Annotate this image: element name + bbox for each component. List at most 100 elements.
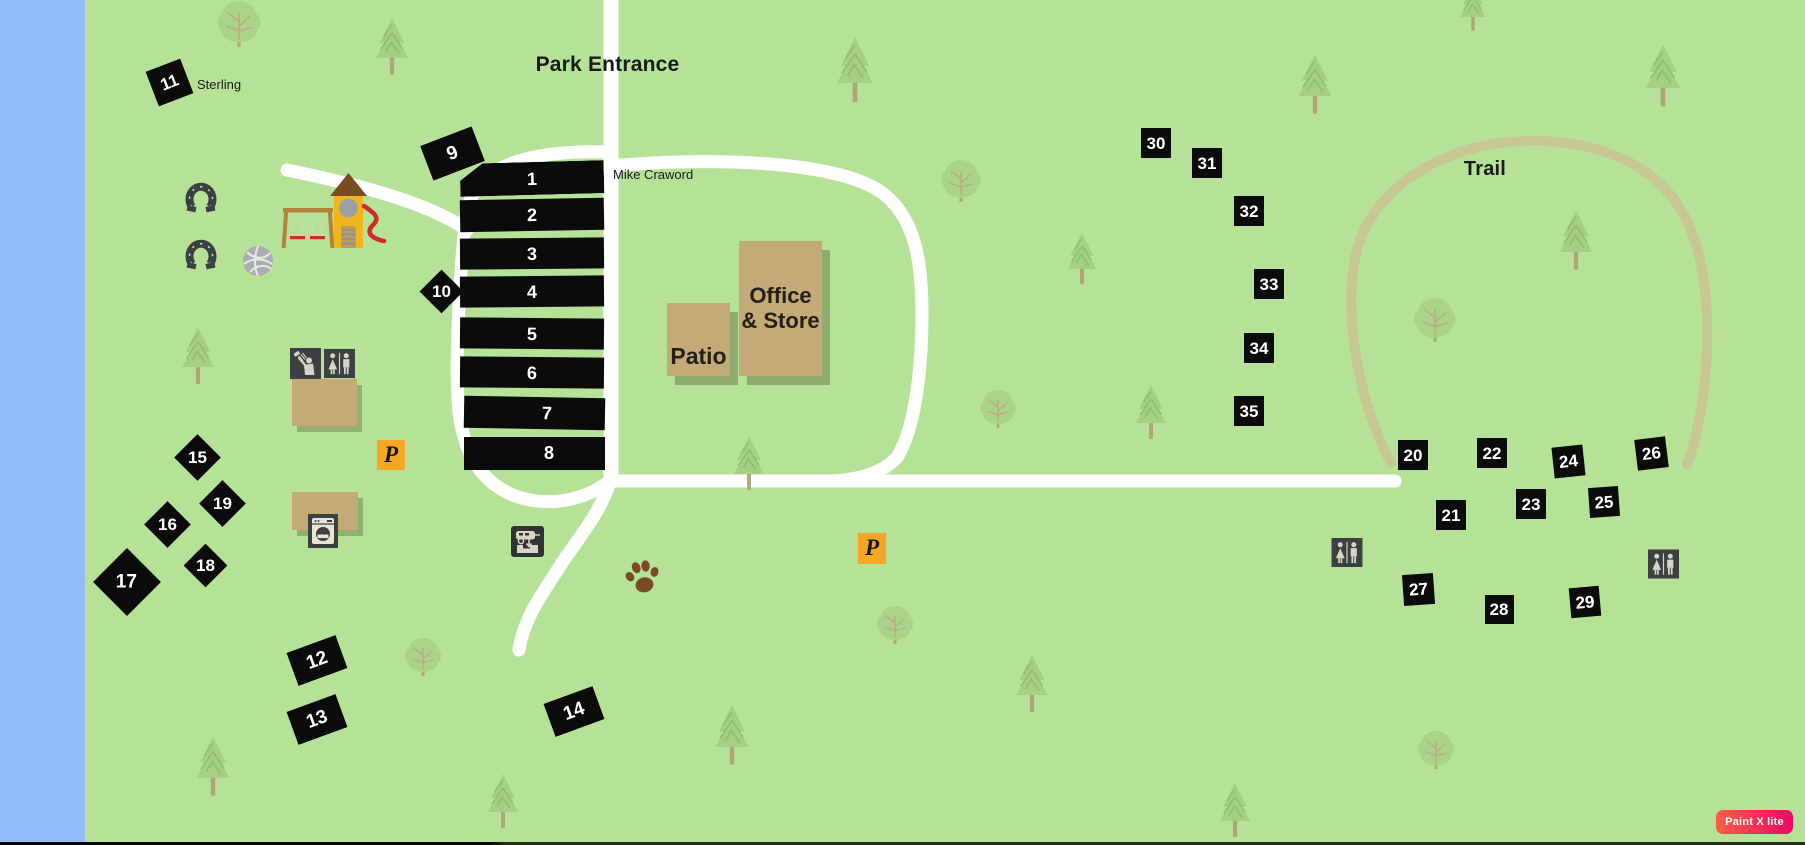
restroom-sign-icon [324,348,355,379]
pine-tree-icon [831,35,879,110]
site-number: 20 [1403,445,1423,465]
site-number: 30 [1146,133,1166,153]
pine-tree-icon [710,703,754,772]
site-marker-24: 24 [1550,443,1586,479]
office-store-label-line1: Office [749,283,812,309]
maple-tree-icon [1415,729,1457,776]
site-number: 16 [157,514,177,534]
site-marker-3: 3 [459,236,605,270]
site-number: 29 [1574,591,1596,613]
site-marker-29: 29 [1568,585,1602,619]
laundry-washer-icon [308,514,338,548]
site-marker-7: 7 [463,395,605,431]
site-number: 15 [187,447,207,467]
maple-tree-icon [402,636,444,683]
office-store-label-line2: & Store [741,307,820,333]
patio-label: Patio [670,343,727,369]
site-number: 12 [303,646,331,674]
park-entrance-label: Park Entrance [535,53,680,76]
site-number: 17 [116,571,138,593]
pine-tree-icon [191,734,235,803]
site-marker-23: 23 [1516,489,1546,519]
trail-label: Trail [1463,158,1507,180]
site-number: 19 [212,493,232,513]
horseshoe-pit-icon [185,180,217,215]
maple-tree-icon [214,0,264,54]
pine-tree-icon [1215,781,1255,844]
volleyball-icon [242,245,274,277]
pine-tree-icon [371,16,413,82]
site-number: 26 [1640,442,1662,464]
site-number: 27 [1407,578,1429,600]
site-number: 2 [526,204,538,226]
site-marker-4: 4 [459,274,605,308]
site-number: 35 [1239,401,1259,421]
pine-tree-icon [177,325,219,391]
paint-x-lite-watermark: Paint X lite [1716,810,1793,834]
site-marker-6: 6 [459,355,605,389]
site-number: 32 [1239,201,1259,221]
site-number: 3 [526,242,538,264]
site-marker-5: 5 [459,316,605,350]
patio-building: Patio [667,303,730,376]
site-marker-31: 31 [1192,148,1222,178]
pine-tree-icon [483,772,523,835]
site-number: 33 [1259,274,1279,294]
site-number: 28 [1489,599,1509,619]
maple-tree-icon [938,158,984,209]
pine-tree-icon [729,434,769,497]
dump-station-icon [511,526,544,557]
site-number: 6 [526,361,538,383]
site-number: 14 [560,697,588,725]
playground-icon [280,170,388,252]
site-marker-8: 8 [463,436,605,470]
maple-tree-icon [874,604,916,651]
site-marker-25: 25 [1587,485,1621,519]
water-strip [0,0,85,845]
pine-tree-icon [1011,653,1053,719]
site-marker-26: 26 [1633,435,1669,471]
site-number: 8 [543,443,554,463]
site-number: 9 [443,141,461,165]
site-number: 5 [526,322,538,344]
restroom-sign-icon [1647,549,1679,584]
site-marker-20: 20 [1398,440,1428,470]
office-store-building: Office & Store [739,241,822,376]
parking-sign: P [377,440,405,470]
site-marker-30: 30 [1141,128,1171,158]
site-number: 13 [303,705,331,733]
site-number: 11 [157,69,181,95]
site-number: 24 [1557,450,1579,472]
parking-sign: P [858,532,886,564]
site-marker-27: 27 [1401,572,1435,606]
site-marker-21: 21 [1436,500,1466,530]
site-marker-32: 32 [1234,196,1264,226]
pine-tree-icon [1293,52,1337,121]
site-11-name-label: Sterling [197,77,242,92]
window-bottom-edge [0,842,1805,845]
site-number: 18 [195,555,215,575]
site-marker-22: 22 [1477,438,1507,468]
site-number: 31 [1197,153,1217,173]
site-marker-2: 2 [459,197,605,233]
site-number: 25 [1593,491,1615,513]
shower-house-building [292,379,357,426]
site-number: 34 [1249,338,1269,358]
pine-tree-icon [1640,42,1686,114]
site-marker-1: 1 [460,160,605,197]
site-number: 4 [526,280,538,302]
site-number: 21 [1441,505,1461,525]
site-number: 23 [1521,494,1541,514]
site-number: 10 [431,281,451,301]
pet-paw-icon [624,558,662,598]
pine-tree-icon [1456,0,1490,38]
site-marker-34: 34 [1244,333,1274,363]
maple-tree-icon [1411,296,1459,349]
site-marker-35: 35 [1234,396,1264,426]
restroom-sign-icon [1331,537,1363,572]
site-number: 7 [541,403,552,424]
site-1-name-label: Mike Craword [613,167,694,182]
shower-sign-icon [290,348,321,379]
horseshoe-pit-icon [185,237,217,272]
